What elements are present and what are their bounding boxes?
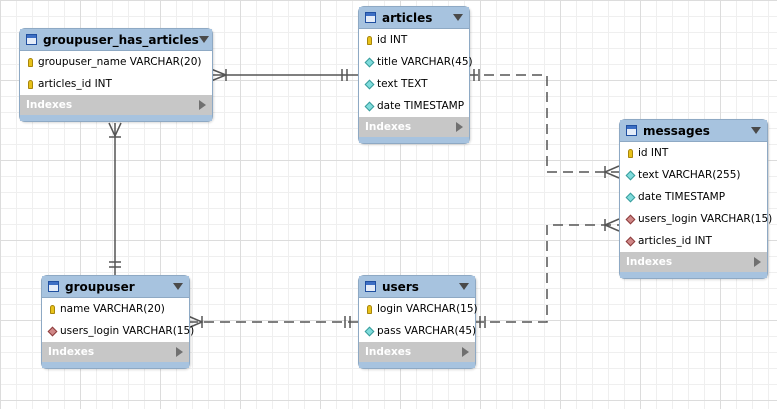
table-header[interactable]: users <box>359 276 475 298</box>
table-footer <box>359 362 475 368</box>
column-row[interactable]: id INT <box>620 142 767 164</box>
column-row[interactable]: title VARCHAR(45) <box>359 51 473 73</box>
table-groupuser-has-articles[interactable]: groupuser_has_articles groupuser_name VA… <box>19 28 213 122</box>
column-row[interactable]: text VARCHAR(255) <box>620 164 767 186</box>
column-row[interactable]: date TIMESTAMP <box>359 95 469 117</box>
indexes-section[interactable]: Indexes <box>620 252 767 272</box>
column-row[interactable]: articles_id INT <box>620 230 767 252</box>
column-row[interactable]: groupuser_name VARCHAR(20) <box>20 51 212 73</box>
table-icon <box>48 281 59 292</box>
table-footer <box>42 362 189 368</box>
indexes-label: Indexes <box>48 346 95 358</box>
column-icon <box>364 79 374 89</box>
collapse-arrow-icon[interactable] <box>751 127 761 134</box>
rel-gha-groupuser <box>108 122 122 275</box>
column-label: name VARCHAR(20) <box>60 303 165 315</box>
table-icon <box>365 12 376 23</box>
column-label: text TEXT <box>377 78 428 90</box>
column-row[interactable]: pass VARCHAR(45) <box>359 320 477 342</box>
collapse-arrow-icon[interactable] <box>453 14 463 21</box>
expand-arrow-icon[interactable] <box>462 347 469 357</box>
table-title: groupuser <box>65 279 135 294</box>
column-row[interactable]: login VARCHAR(15) <box>359 298 478 320</box>
indexes-label: Indexes <box>626 256 673 268</box>
indexes-section[interactable]: Indexes <box>359 342 475 362</box>
expand-arrow-icon[interactable] <box>176 347 183 357</box>
table-header[interactable]: groupuser <box>42 276 189 298</box>
table-header[interactable]: articles <box>359 7 469 29</box>
column-icon <box>364 57 374 67</box>
foreign-key-icon <box>47 326 57 336</box>
expand-arrow-icon[interactable] <box>456 122 463 132</box>
primary-key-icon <box>47 304 57 314</box>
column-label: users_login VARCHAR(15) <box>60 325 195 337</box>
table-footer <box>20 115 212 121</box>
indexes-section[interactable]: Indexes <box>359 117 469 137</box>
column-icon <box>364 326 374 336</box>
column-icon <box>625 192 635 202</box>
primary-key-icon <box>25 57 35 67</box>
table-footer <box>359 137 469 143</box>
column-label: users_login VARCHAR(15) <box>638 213 773 225</box>
table-title: users <box>382 279 419 294</box>
indexes-label: Indexes <box>365 346 412 358</box>
rel-articles-messages <box>468 69 620 179</box>
table-footer <box>620 272 767 278</box>
primary-key-icon <box>625 148 635 158</box>
table-title: groupuser_has_articles <box>43 32 199 47</box>
rel-gha-articles <box>210 68 358 82</box>
column-label: date TIMESTAMP <box>377 100 465 112</box>
column-label: articles_id INT <box>638 235 712 247</box>
column-icon <box>625 170 635 180</box>
rel-groupuser-users <box>187 315 358 329</box>
column-row[interactable]: text TEXT <box>359 73 469 95</box>
column-row[interactable]: articles_id INT <box>20 73 212 95</box>
expand-arrow-icon[interactable] <box>754 257 761 267</box>
column-row[interactable]: id INT <box>359 29 469 51</box>
column-label: pass VARCHAR(45) <box>377 325 477 337</box>
primary-key-icon <box>364 304 374 314</box>
rel-users-messages <box>474 218 620 328</box>
column-row[interactable]: date TIMESTAMP <box>620 186 767 208</box>
indexes-section[interactable]: Indexes <box>20 95 212 115</box>
table-icon <box>626 125 637 136</box>
column-label: groupuser_name VARCHAR(20) <box>38 56 202 68</box>
table-articles[interactable]: articles id INT title VARCHAR(45) text T… <box>358 6 473 144</box>
column-label: login VARCHAR(15) <box>377 303 478 315</box>
indexes-section[interactable]: Indexes <box>42 342 189 362</box>
column-row[interactable]: name VARCHAR(20) <box>42 298 189 320</box>
table-header[interactable]: messages <box>620 120 767 142</box>
column-label: articles_id INT <box>38 78 112 90</box>
table-users[interactable]: users login VARCHAR(15) pass VARCHAR(45)… <box>358 275 478 369</box>
collapse-arrow-icon[interactable] <box>459 283 469 290</box>
table-icon <box>26 34 37 45</box>
table-groupuser[interactable]: groupuser name VARCHAR(20) users_login V… <box>41 275 194 369</box>
foreign-key-icon <box>625 236 635 246</box>
column-icon <box>364 101 374 111</box>
table-messages[interactable]: messages id INT text VARCHAR(255) date T… <box>619 119 772 279</box>
collapse-arrow-icon[interactable] <box>198 36 209 43</box>
column-label: date TIMESTAMP <box>638 191 726 203</box>
primary-key-icon <box>25 79 35 89</box>
table-title: messages <box>643 123 710 138</box>
column-label: id INT <box>638 147 669 159</box>
indexes-label: Indexes <box>365 121 412 133</box>
column-label: title VARCHAR(45) <box>377 56 473 68</box>
collapse-arrow-icon[interactable] <box>173 283 183 290</box>
column-row[interactable]: users_login VARCHAR(15) <box>42 320 194 342</box>
column-row[interactable]: users_login VARCHAR(15) <box>620 208 772 230</box>
table-title: articles <box>382 10 433 25</box>
expand-arrow-icon[interactable] <box>199 100 206 110</box>
column-label: text VARCHAR(255) <box>638 169 741 181</box>
primary-key-icon <box>364 35 374 45</box>
column-label: id INT <box>377 34 408 46</box>
table-header[interactable]: groupuser_has_articles <box>20 29 212 51</box>
foreign-key-icon <box>625 214 635 224</box>
table-icon <box>365 281 376 292</box>
indexes-label: Indexes <box>26 99 73 111</box>
